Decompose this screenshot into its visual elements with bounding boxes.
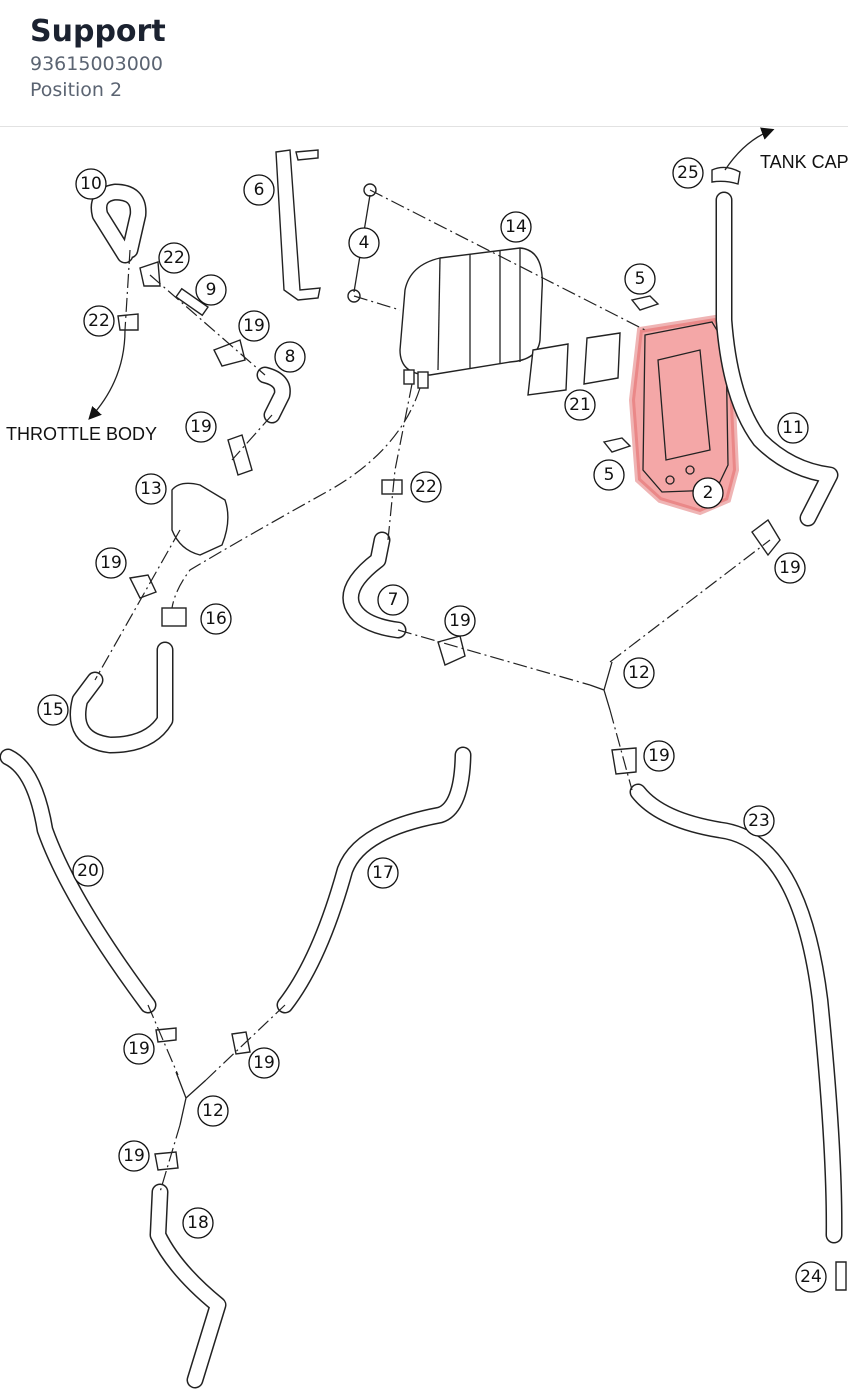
svg-text:19: 19 (190, 417, 212, 437)
svg-text:15: 15 (42, 700, 64, 720)
hoses (0, 183, 843, 1389)
svg-text:8: 8 (285, 347, 296, 367)
svg-text:22: 22 (88, 311, 110, 331)
callout-19[interactable]: 19 (444, 605, 476, 637)
callout-4[interactable]: 4 (348, 227, 380, 259)
callout-17[interactable]: 17 (367, 857, 399, 889)
callout-5[interactable]: 5 (593, 459, 625, 491)
svg-text:17: 17 (372, 863, 394, 883)
throttle-body-label: THROTTLE BODY (6, 424, 157, 444)
callout-15[interactable]: 15 (37, 694, 69, 726)
callout-5[interactable]: 5 (624, 263, 656, 295)
svg-text:21: 21 (569, 395, 591, 415)
callout-12[interactable]: 12 (197, 1095, 229, 1127)
part-number: 93615003000 (30, 53, 163, 75)
callout-11[interactable]: 11 (777, 412, 809, 444)
callout-16[interactable]: 16 (200, 603, 232, 635)
callout-7[interactable]: 7 (377, 584, 409, 616)
page-header: Support 93615003000 Position 2 (0, 0, 848, 127)
callout-10[interactable]: 10 (75, 168, 107, 200)
routing-lines (88, 127, 775, 1193)
callout-14[interactable]: 14 (500, 211, 532, 243)
svg-text:25: 25 (677, 163, 699, 183)
callout-22[interactable]: 22 (158, 242, 190, 274)
svg-text:6: 6 (254, 180, 265, 200)
svg-text:19: 19 (100, 553, 122, 573)
svg-text:13: 13 (140, 479, 162, 499)
svg-text:12: 12 (628, 663, 650, 683)
svg-text:19: 19 (648, 746, 670, 766)
parts-diagram: THROTTLE BODY TANK CAP 10 6 4 14 25 22 9… (0, 127, 848, 1390)
svg-text:5: 5 (635, 269, 646, 289)
svg-text:5: 5 (604, 465, 615, 485)
callout-22[interactable]: 22 (83, 305, 115, 337)
callout-19[interactable]: 19 (774, 552, 806, 584)
callout-12[interactable]: 12 (623, 657, 655, 689)
svg-text:19: 19 (253, 1053, 275, 1073)
callout-18[interactable]: 18 (182, 1207, 214, 1239)
callout-19[interactable]: 19 (238, 310, 270, 342)
callout-24[interactable]: 24 (795, 1261, 827, 1293)
svg-text:24: 24 (800, 1267, 822, 1287)
callout-19[interactable]: 19 (95, 547, 127, 579)
bracket-part[interactable] (275, 149, 321, 301)
svg-text:22: 22 (163, 248, 185, 268)
callout-19[interactable]: 19 (118, 1140, 150, 1172)
callout-19[interactable]: 19 (248, 1047, 280, 1079)
callout-22[interactable]: 22 (410, 471, 442, 503)
page-title: Support (30, 14, 166, 49)
svg-text:4: 4 (359, 233, 370, 253)
callout-6[interactable]: 6 (243, 174, 275, 206)
clip-part[interactable] (602, 295, 660, 453)
fittings[interactable] (117, 166, 847, 1291)
callout-13[interactable]: 13 (135, 473, 167, 505)
svg-text:18: 18 (187, 1213, 209, 1233)
svg-text:19: 19 (243, 316, 265, 336)
svg-text:20: 20 (77, 861, 99, 881)
callout-19[interactable]: 19 (643, 740, 675, 772)
svg-text:10: 10 (80, 174, 102, 194)
svg-text:19: 19 (449, 611, 471, 631)
callout-8[interactable]: 8 (274, 341, 306, 373)
svg-text:2: 2 (703, 483, 714, 503)
svg-text:19: 19 (779, 558, 801, 578)
callout-2[interactable]: 2 (692, 477, 724, 509)
callout-21[interactable]: 21 (564, 389, 596, 421)
callout-19[interactable]: 19 (123, 1033, 155, 1065)
callout-9[interactable]: 9 (195, 274, 227, 306)
callout-19[interactable]: 19 (185, 411, 217, 443)
callout-20[interactable]: 20 (72, 855, 104, 887)
callout-25[interactable]: 25 (672, 157, 704, 189)
svg-text:19: 19 (123, 1146, 145, 1166)
callouts: 10 6 4 14 25 22 9 22 19 8 5 21 11 19 13 … (37, 157, 827, 1293)
callout-23[interactable]: 23 (743, 805, 775, 837)
svg-text:12: 12 (202, 1101, 224, 1121)
svg-text:9: 9 (206, 280, 217, 300)
svg-text:14: 14 (505, 217, 527, 237)
svg-text:23: 23 (748, 811, 770, 831)
svg-text:11: 11 (782, 418, 804, 438)
svg-text:16: 16 (205, 609, 227, 629)
svg-text:22: 22 (415, 477, 437, 497)
svg-text:19: 19 (128, 1039, 150, 1059)
pad-part[interactable] (527, 332, 621, 396)
canister-part[interactable] (399, 247, 544, 389)
position-label: Position 2 (30, 79, 123, 101)
tank-cap-label: TANK CAP (760, 152, 848, 172)
svg-text:7: 7 (388, 590, 399, 610)
